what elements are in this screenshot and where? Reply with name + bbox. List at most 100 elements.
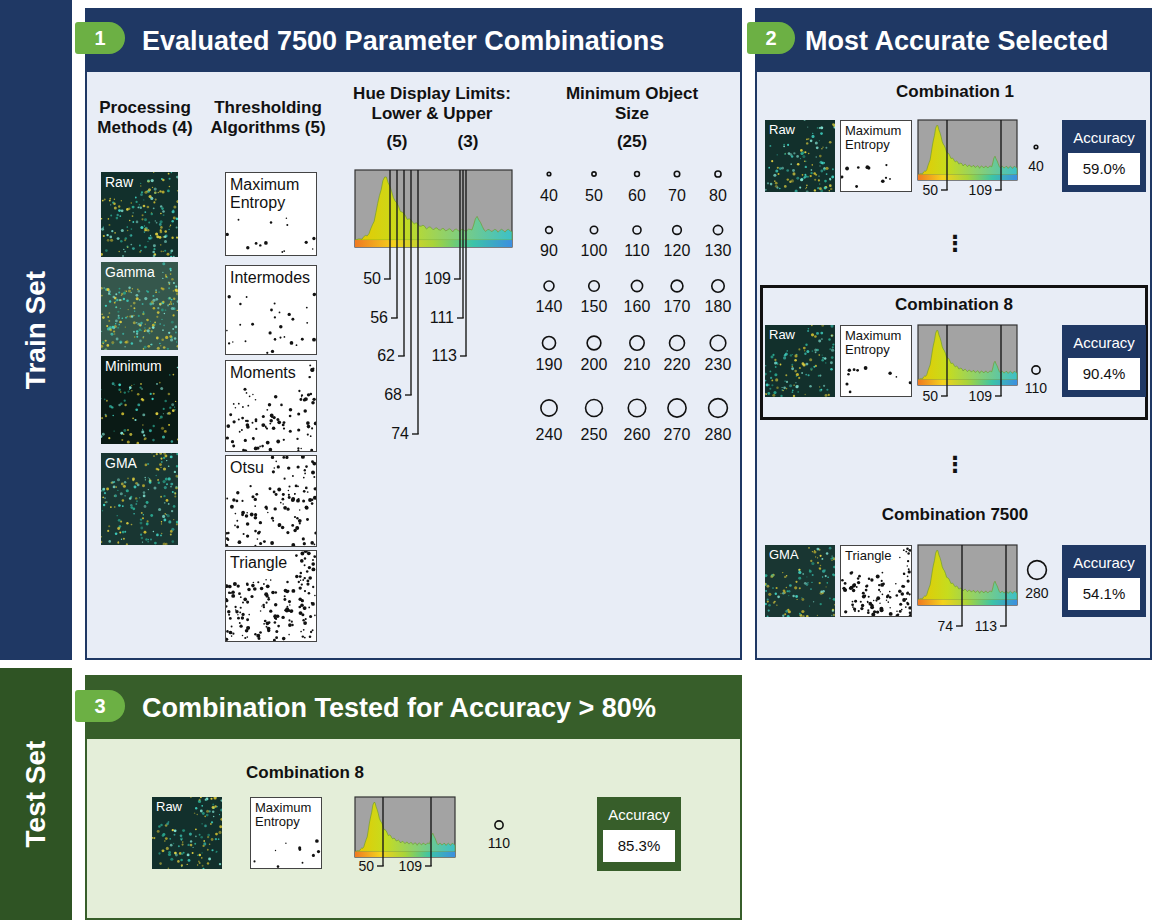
speckle <box>189 833 192 836</box>
speckle <box>768 604 771 607</box>
speckle <box>207 836 209 838</box>
panel-header: Combination Tested for Accuracy > 80% <box>87 677 740 739</box>
particle <box>282 503 284 505</box>
speckle <box>778 173 780 175</box>
speckle <box>776 605 777 606</box>
speckle <box>156 475 157 476</box>
speckle <box>158 852 160 854</box>
speckle <box>140 207 142 209</box>
speckle <box>160 458 162 460</box>
speckle <box>218 838 220 840</box>
speckle <box>106 288 109 291</box>
particle <box>300 448 302 450</box>
particle <box>289 430 292 433</box>
speckle <box>796 596 797 597</box>
particle <box>235 610 238 613</box>
particle <box>267 598 270 601</box>
threshold-thumbnail: Intermodes <box>225 265 317 355</box>
speckle <box>106 325 108 327</box>
particle <box>226 233 229 236</box>
particle <box>226 638 228 641</box>
particle <box>300 559 304 563</box>
speckle <box>108 540 111 543</box>
speckle <box>801 598 804 601</box>
particle <box>255 242 258 245</box>
speckle <box>806 187 807 188</box>
hue-bar <box>918 600 1017 605</box>
accuracy-label: Accuracy <box>1067 550 1141 577</box>
speckle <box>108 437 110 439</box>
hue-limit-value: 109 <box>399 858 422 874</box>
particle <box>296 526 298 528</box>
particle <box>867 609 869 611</box>
speckle <box>143 495 146 498</box>
speckle <box>153 531 154 532</box>
speckle <box>159 190 161 192</box>
speckle <box>821 359 824 362</box>
speckle <box>102 342 104 344</box>
particle <box>247 405 249 407</box>
speckle <box>102 316 105 319</box>
speckle <box>108 218 110 220</box>
speckle <box>772 394 775 397</box>
particle <box>285 456 288 459</box>
particle <box>907 565 908 566</box>
speckle <box>186 864 187 865</box>
speckle <box>157 307 159 309</box>
image-label: Minimum <box>101 356 166 377</box>
speckle <box>824 180 827 183</box>
particle <box>879 603 881 605</box>
speckle <box>145 324 146 325</box>
particle <box>310 368 313 371</box>
speckle <box>134 486 137 489</box>
speckle <box>826 552 829 555</box>
speckle <box>136 442 139 444</box>
speckle <box>181 852 184 855</box>
particle <box>851 603 854 606</box>
particle <box>254 633 256 635</box>
particle <box>294 516 296 518</box>
particle <box>312 586 314 588</box>
image-thumbnail: Raw <box>152 797 222 869</box>
speckle <box>167 348 169 350</box>
particle <box>311 502 314 505</box>
speckle <box>136 500 138 502</box>
speckle <box>127 391 129 393</box>
particle <box>304 469 306 471</box>
particle <box>289 604 291 606</box>
speckle <box>109 200 111 202</box>
speckle <box>809 358 812 361</box>
speckle <box>152 295 154 297</box>
particle <box>284 595 286 597</box>
speckle <box>174 492 176 494</box>
speckle <box>211 838 214 841</box>
particle <box>246 618 249 621</box>
particle <box>277 625 280 628</box>
particle <box>305 241 308 244</box>
threshold-thumbnail: Maximum Entropy <box>840 120 912 192</box>
heading: Hue Display Limits: Lower & Upper <box>343 84 521 125</box>
speckle <box>175 401 176 402</box>
speckle <box>154 192 156 194</box>
speckle <box>124 239 126 241</box>
speckle <box>118 383 121 386</box>
object-size-value: 270 <box>664 426 691 444</box>
particle <box>889 596 892 599</box>
speckle <box>161 338 164 341</box>
particle <box>308 498 312 502</box>
speckle <box>110 506 112 508</box>
particle <box>301 583 303 585</box>
particle <box>852 589 855 592</box>
particle <box>235 407 237 409</box>
speckle <box>180 837 183 840</box>
speckle <box>117 542 119 544</box>
particle <box>845 382 848 385</box>
particle <box>306 579 309 582</box>
speckle <box>817 127 818 128</box>
speckle <box>798 571 801 574</box>
speckle <box>830 325 833 328</box>
threshold-label: Triangle <box>226 551 291 575</box>
particle <box>275 636 278 639</box>
side-band: Train Set <box>0 0 72 660</box>
speckle <box>765 603 767 605</box>
